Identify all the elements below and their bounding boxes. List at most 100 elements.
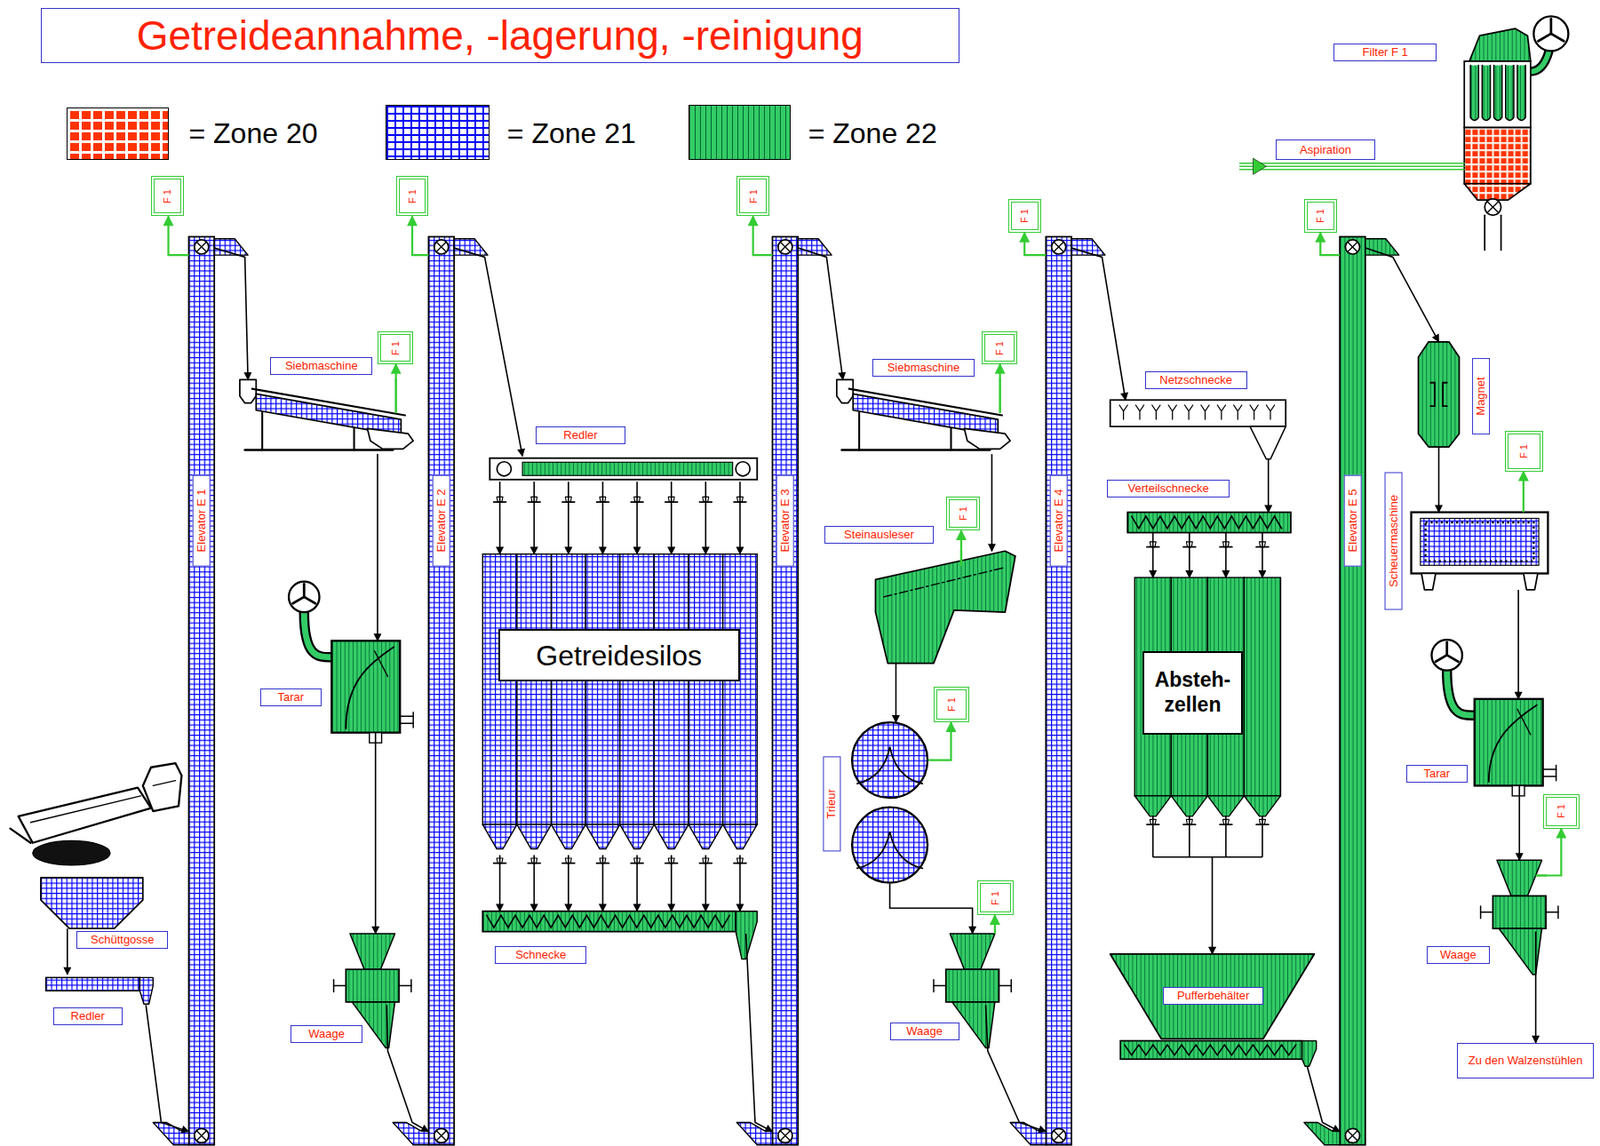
- scale-mount: [334, 985, 347, 987]
- screw-paddle: [1249, 405, 1258, 420]
- aspirator-outlet: [412, 712, 414, 728]
- drive-symbol: [1347, 241, 1358, 252]
- elevator-shaft: [1045, 236, 1072, 1145]
- scourer-screen: [1425, 522, 1535, 562]
- silo-cell: [688, 554, 724, 825]
- machine: Pufferbehälter: [1110, 954, 1317, 1067]
- screw-outlet: [1249, 426, 1286, 460]
- elevator-label: Elevator E 4: [1050, 474, 1068, 566]
- flow-line: [1518, 785, 1521, 860]
- silo-cone: [482, 824, 518, 850]
- flow-arrow: [66, 928, 68, 975]
- aspiration-arrow: [168, 215, 190, 255]
- machine-stand: [842, 448, 991, 452]
- drive-symbol: [780, 241, 790, 252]
- filter-housing: [1464, 61, 1531, 128]
- drive-symbol: [780, 1130, 790, 1141]
- filter-ref-box: F 1: [377, 331, 414, 365]
- filter-ref-box: F 1: [1543, 794, 1580, 829]
- scale-mount: [998, 985, 1011, 987]
- machine-label: Waage: [890, 1022, 960, 1041]
- aspirator-body: [331, 640, 400, 733]
- drive-symbol: [778, 1128, 793, 1143]
- scale-body: [946, 969, 1000, 1003]
- machine: Trieur: [851, 722, 929, 884]
- flow-line: [1225, 533, 1227, 579]
- sieve-outlet: [963, 428, 1011, 449]
- filter-ref-label: F 1: [748, 189, 759, 204]
- flow-line: [890, 883, 973, 934]
- magnet-symbol: [1430, 382, 1447, 406]
- elevator-shaft: [1339, 236, 1366, 1145]
- filter-leg: [1500, 214, 1503, 250]
- elevator: Elevator E 2: [428, 236, 454, 1145]
- flow-line: [999, 364, 1002, 380]
- fan-blade: [1435, 654, 1448, 661]
- aspirator-channel: [1517, 708, 1531, 735]
- machine: Redler: [46, 974, 154, 1005]
- flow-line: [533, 481, 535, 555]
- aspiration-duct: [1240, 165, 1465, 167]
- machine: Netzschnecke: [1110, 399, 1287, 460]
- machine-label: Schnecke: [494, 946, 587, 964]
- flow-arrow: [1518, 589, 1520, 700]
- machine: Siebmaschine: [239, 379, 414, 454]
- magnet-housing: [1418, 342, 1460, 447]
- flow-arrow: [1267, 459, 1269, 513]
- aspiration-arrow: [928, 722, 951, 761]
- aspiration-arrow: [960, 530, 962, 551]
- filter-bag: [1494, 65, 1503, 121]
- scale-mount: [398, 985, 412, 987]
- machine-label: Redler: [53, 1007, 123, 1026]
- aspirator-channel: [374, 651, 389, 677]
- filter-ref-box: F 1: [151, 175, 184, 217]
- machine-stand: [949, 428, 952, 450]
- fan: [1533, 15, 1569, 51]
- machine-label: Siebmaschine: [872, 358, 975, 377]
- drive-symbol: [434, 239, 449, 255]
- label-box: Zu den Walzenstühlen: [1456, 1042, 1594, 1079]
- aspirator-outlet: [399, 716, 414, 717]
- filter-ref-box: F 1: [933, 686, 970, 723]
- filter-ref-label: F 1: [390, 341, 401, 356]
- screw-paddle: [1217, 405, 1226, 420]
- filter-ref-label: F 1: [994, 341, 1005, 356]
- screw-paddle: [1168, 405, 1177, 420]
- elevator-boot: [1304, 1122, 1340, 1145]
- filter-ref-label: F 1: [1314, 208, 1326, 223]
- flow-arrow: [1535, 931, 1537, 1043]
- trieur-trough: [857, 831, 924, 868]
- filter-ref-box: F 1: [736, 175, 770, 217]
- screw-flight: [1131, 516, 1282, 529]
- bin-cone: [1207, 796, 1244, 817]
- machine: Waage: [345, 933, 399, 1005]
- flow-arrow: [453, 247, 523, 456]
- flow-line: [705, 855, 708, 912]
- machine: Redler: [489, 455, 757, 482]
- fan-blade: [302, 583, 306, 598]
- filter-bag: [1517, 65, 1526, 121]
- flow-arrow: [1365, 247, 1440, 343]
- flow-line: [636, 855, 638, 912]
- filter-ref-label: F 1: [161, 189, 173, 204]
- sprocket: [735, 461, 750, 477]
- drive-symbol: [1347, 1130, 1358, 1141]
- flow-line: [636, 481, 638, 555]
- silo-cone: [688, 824, 724, 850]
- aspiration-arrow: [994, 915, 996, 934]
- machine-label: Filter F 1: [1333, 43, 1437, 62]
- machine-stand: [353, 428, 356, 450]
- legend-label: = Zone 22: [808, 116, 938, 151]
- storage-group: Getreidesilos: [482, 554, 757, 856]
- drive-symbol: [780, 1130, 790, 1141]
- filter-hopper: [1464, 183, 1531, 200]
- silo-cone: [653, 824, 689, 850]
- filter-ref-label: F 1: [1518, 444, 1529, 459]
- machine-label: Trieur: [822, 756, 841, 852]
- legend-swatch: [385, 104, 490, 160]
- flow-line: [66, 928, 69, 975]
- elevator-shaft: [772, 236, 798, 1145]
- screw-paddle: [1265, 405, 1274, 420]
